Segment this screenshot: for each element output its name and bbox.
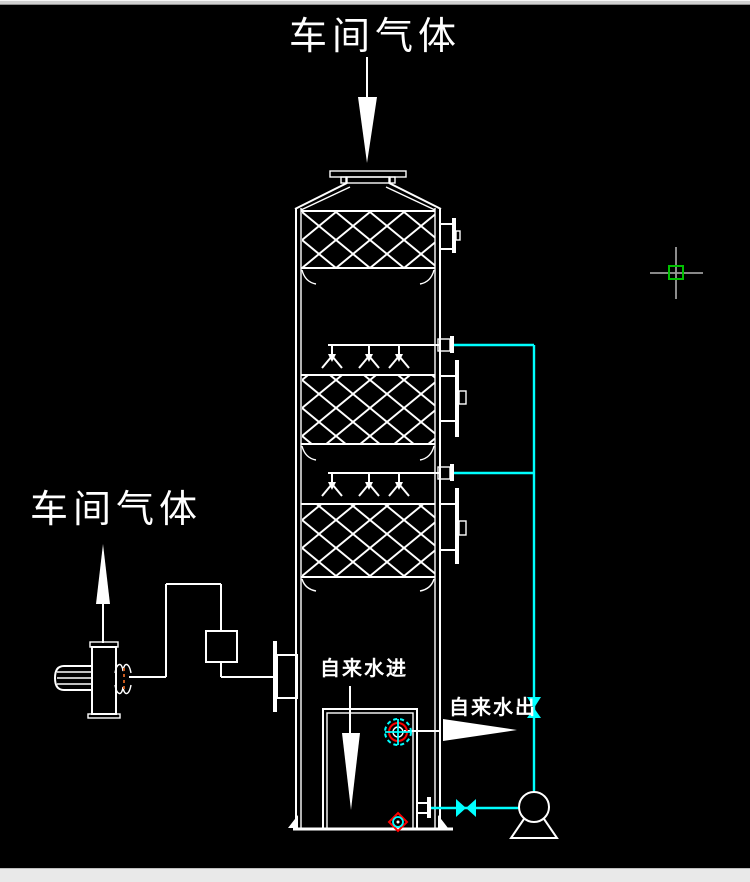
inlet-duct	[129, 583, 298, 712]
spray-header-1	[321, 336, 454, 369]
flexible-joint	[114, 663, 132, 695]
window-chrome-top	[0, 0, 750, 6]
gas-inlet-arrow-top	[358, 57, 377, 163]
circulation-tank	[322, 708, 418, 830]
water-piping	[431, 343, 541, 817]
packing-section-2	[301, 374, 435, 461]
water-in-label: 自来水进	[320, 656, 408, 680]
gas-inlet-arrow-left	[96, 544, 110, 643]
gas-outlet-nozzle	[440, 218, 461, 253]
manhole-1	[440, 360, 467, 437]
duct-damper	[205, 630, 238, 663]
window-chrome-bottom	[0, 868, 750, 882]
pickbox	[668, 265, 684, 280]
tank-outlet-nozzle	[417, 797, 431, 818]
line-valve	[527, 697, 541, 718]
gas-inlet-label-top: 车间气体	[289, 16, 461, 58]
circulation-pump	[509, 791, 559, 839]
tower-top	[294, 170, 442, 211]
crosshair-cursor	[650, 247, 703, 299]
spray-header-2	[321, 464, 454, 497]
inlet-fan	[53, 641, 121, 719]
drain-symbol	[387, 811, 409, 833]
packing-section-1	[301, 210, 435, 285]
gas-inlet-label-left: 车间气体	[30, 489, 202, 531]
gate-valve	[456, 799, 476, 817]
level-instrument	[384, 718, 441, 746]
water-out-arrow	[443, 719, 517, 741]
packing-section-3	[301, 503, 435, 592]
water-in-arrow	[342, 686, 360, 810]
water-out-label: 自来水出	[449, 695, 537, 719]
manhole-2	[440, 488, 467, 564]
